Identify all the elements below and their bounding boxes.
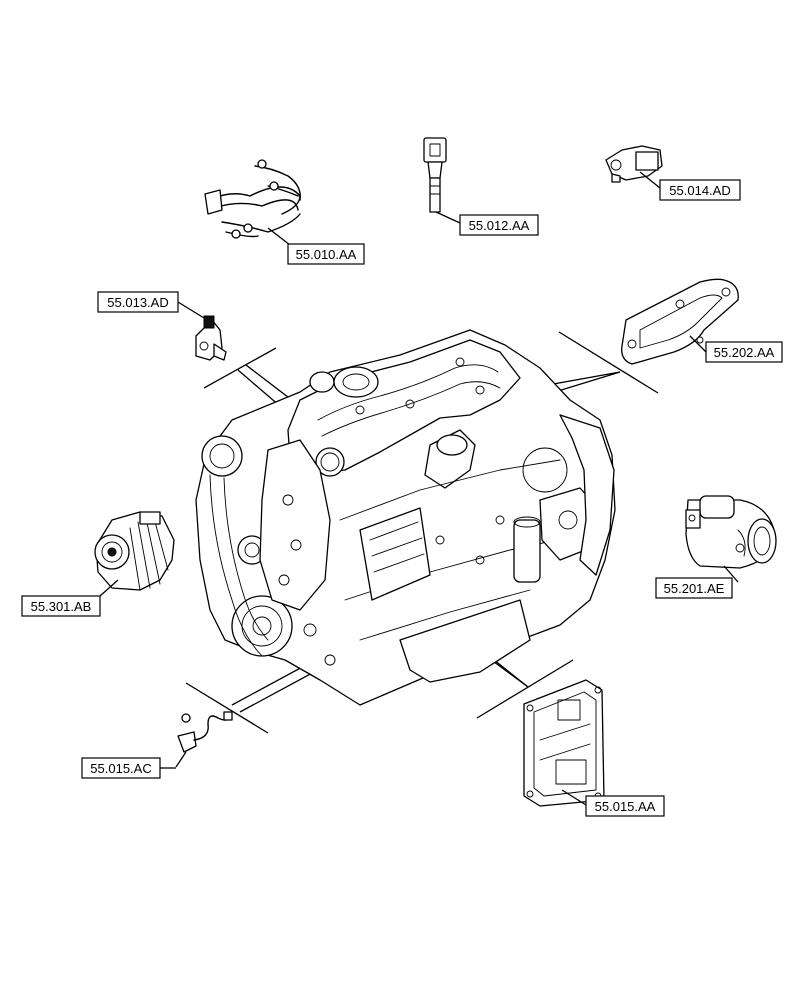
svg-text:55.201.AE: 55.201.AE — [664, 581, 725, 596]
sensor-icon — [423, 137, 461, 224]
callout-55-201-ae[interactable]: 55.201.AE — [655, 577, 733, 599]
engine-icon — [195, 329, 616, 706]
svg-text:55.015.AC: 55.015.AC — [90, 761, 151, 776]
alternator-icon — [94, 511, 175, 597]
svg-text:55.301.AB: 55.301.AB — [31, 599, 92, 614]
starter-motor-icon — [685, 495, 777, 583]
callout-55-015-ac[interactable]: 55.015.AC — [81, 757, 176, 779]
wiring-harness-icon — [204, 159, 301, 246]
sensor-icon — [195, 315, 227, 361]
gasket-icon — [621, 278, 739, 365]
callout-55-301-ab[interactable]: 55.301.AB — [21, 595, 101, 617]
sensor-icon — [175, 711, 233, 768]
sensor-icon — [605, 145, 663, 189]
svg-text:55.014.AD: 55.014.AD — [669, 183, 730, 198]
ecu-module-icon — [523, 679, 605, 807]
svg-text:55.202.AA: 55.202.AA — [714, 345, 775, 360]
callout-55-012-aa[interactable]: 55.012.AA — [459, 214, 539, 236]
callout-labels: 55.010.AA 55.012.AA 55.014.AD 55.013.AD … — [21, 179, 783, 817]
svg-text:55.013.AD: 55.013.AD — [107, 295, 168, 310]
callout-55-015-aa[interactable]: 55.015.AA — [585, 795, 665, 817]
callout-55-013-ad[interactable]: 55.013.AD — [97, 291, 205, 319]
callout-55-202-aa[interactable]: 55.202.AA — [689, 335, 783, 363]
svg-text:55.012.AA: 55.012.AA — [469, 218, 530, 233]
svg-text:55.010.AA: 55.010.AA — [296, 247, 357, 262]
callout-55-014-ad[interactable]: 55.014.AD — [659, 179, 741, 201]
callout-55-010-aa[interactable]: 55.010.AA — [287, 243, 365, 265]
svg-text:55.015.AA: 55.015.AA — [595, 799, 656, 814]
